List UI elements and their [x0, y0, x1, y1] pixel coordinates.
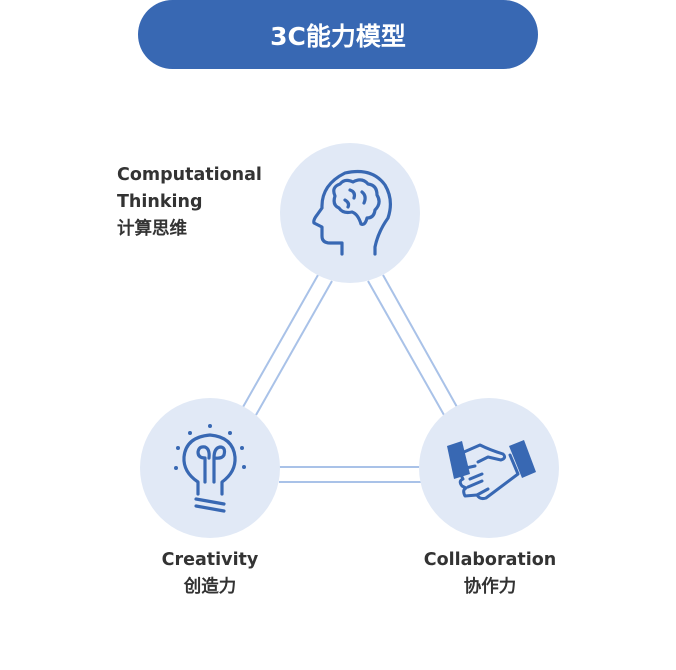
lightbulb-icon — [174, 424, 246, 513]
collaboration-circle — [419, 398, 559, 538]
connector-right-outer — [382, 274, 458, 408]
computational-thinking-en-line2: Thinking — [117, 192, 203, 212]
connector-left-inner — [255, 280, 333, 416]
title-banner: 3C能力模型 — [138, 0, 538, 69]
creativity-en: Creativity — [161, 550, 259, 570]
connector-right-inner — [367, 280, 445, 416]
connector-lines — [242, 274, 458, 483]
connector-left-outer — [242, 274, 319, 408]
collaboration-en: Collaboration — [423, 550, 557, 570]
computational-thinking-en-line1: Computational — [117, 165, 262, 185]
brain-head-icon — [312, 169, 392, 256]
collaboration-label: Collaboration 协作力 — [390, 547, 590, 601]
creativity-zh: 创造力 — [183, 577, 237, 597]
handshake-icon — [447, 440, 536, 501]
computational-thinking-zh: 计算思维 — [117, 219, 187, 239]
computational-thinking-label: Computational Thinking 计算思维 — [117, 162, 262, 243]
collaboration-zh: 协作力 — [463, 577, 517, 597]
creativity-circle — [140, 398, 280, 538]
creativity-label: Creativity 创造力 — [110, 547, 310, 601]
